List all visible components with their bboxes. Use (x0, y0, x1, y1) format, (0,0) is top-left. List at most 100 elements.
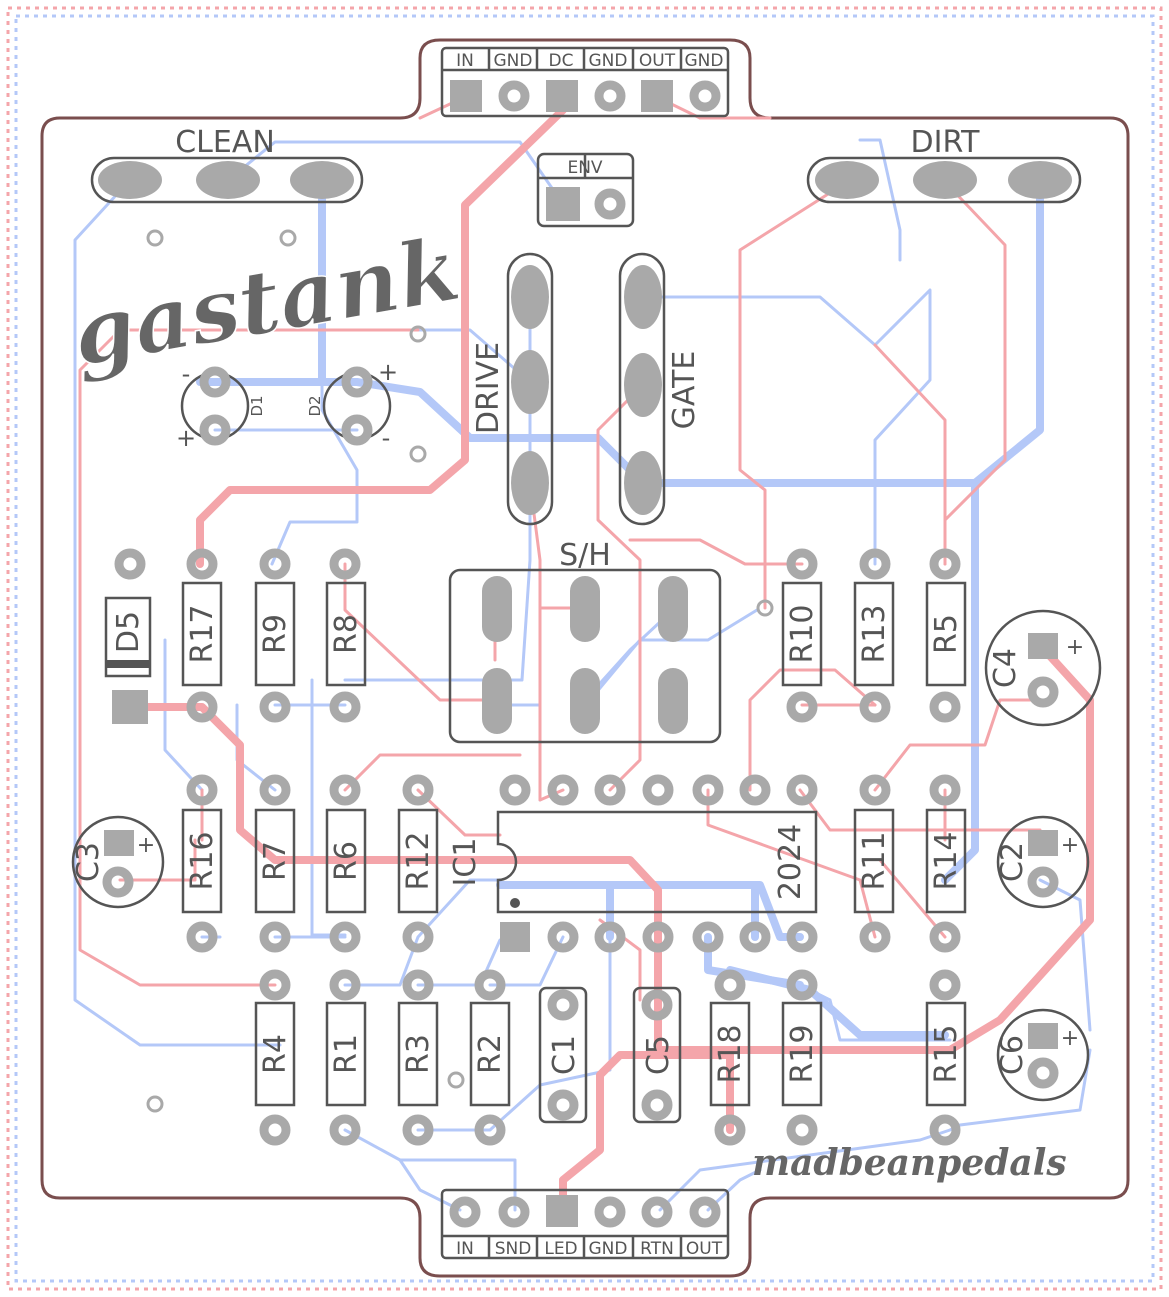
top-header-label: GND (685, 51, 724, 71)
bottom-header-label: GND (589, 1239, 628, 1259)
r8-label: R8 (329, 614, 364, 654)
r5-outline (925, 581, 967, 687)
c5-outline (632, 986, 682, 1124)
clean-pot-outline (90, 156, 364, 204)
r12-label: R12 (401, 831, 436, 890)
r12-outline (397, 808, 439, 914)
ic1-pin1-dot (510, 898, 520, 908)
c5-label: C5 (641, 1035, 676, 1075)
d1-minus: - (182, 360, 191, 388)
top-header-label: OUT (639, 51, 676, 71)
c3-label: C3 (71, 842, 106, 882)
gate-pot-outline (618, 252, 666, 526)
r15-outline (925, 1001, 967, 1107)
c2-label: C2 (995, 842, 1030, 882)
top-header-label: DC (549, 51, 574, 71)
dirt-pot-outline (806, 156, 1082, 204)
drive-pot-outline (506, 252, 554, 526)
vias (146, 229, 774, 1113)
r14-label: R14 (929, 831, 964, 890)
bottom-header-label: IN (456, 1239, 474, 1259)
d1-plus: + (176, 424, 196, 452)
c3-plus: + (137, 833, 155, 858)
r6-label: R6 (329, 841, 364, 881)
r4-outline (254, 1001, 296, 1107)
c4-plus: + (1066, 635, 1084, 660)
r17-label: R17 (185, 604, 220, 663)
r9-outline (254, 581, 296, 687)
round-pads (102, 80, 1059, 1228)
d5-label: D5 (111, 611, 146, 653)
r1-label: R1 (329, 1034, 364, 1074)
c6-plus: + (1061, 1026, 1079, 1051)
top-header-label: GND (589, 51, 628, 71)
r11-label: R11 (857, 831, 892, 890)
dotted-frame-outer (6, 6, 1163, 1291)
drive-pot-label: DRIVE (471, 342, 506, 434)
r17-outline (181, 581, 223, 687)
d5-outline (104, 596, 152, 678)
ic1-label: IC1 (448, 838, 483, 887)
c2-outline (996, 815, 1090, 909)
bottom-header-label: OUT (686, 1239, 723, 1259)
top-header-labels: IN GND DC GND OUT GND (456, 51, 723, 71)
board-outline (40, 38, 1130, 1278)
r18-outline (709, 1001, 751, 1107)
sh-switch-label: S/H (559, 538, 611, 573)
r2-label: R2 (473, 1034, 508, 1074)
r2-outline (469, 1001, 511, 1107)
c6-outline (996, 1008, 1090, 1102)
r11-outline (853, 808, 895, 914)
r13-outline (853, 581, 895, 687)
bottom-header-label: RTN (640, 1239, 674, 1259)
bottom-header-labels: IN SND LED GND RTN OUT (456, 1239, 723, 1259)
r8-outline (325, 581, 367, 687)
r16-outline (181, 808, 223, 914)
bottom-header-label: LED (544, 1239, 577, 1259)
ic1-outline (496, 810, 818, 914)
r16-label: R16 (185, 831, 220, 890)
r1-outline (325, 1001, 367, 1107)
r7-outline (254, 808, 296, 914)
env-label: ENV (567, 158, 602, 178)
top-header-label: GND (494, 51, 533, 71)
r7-label: R7 (258, 841, 293, 881)
r15-label: R15 (929, 1024, 964, 1083)
bottom-header-label: SND (495, 1239, 532, 1259)
r3-outline (397, 1001, 439, 1107)
c2-plus: + (1061, 833, 1079, 858)
sh-switch-outline (448, 568, 722, 744)
r18-label: R18 (713, 1024, 748, 1083)
r6-outline (325, 808, 367, 914)
resistor-labels: R17 R9 R8 R10 R13 R5 R16 R7 R6 R12 R11 R… (185, 604, 964, 1083)
r19-outline (781, 1001, 823, 1107)
d1-label: D1 (248, 395, 266, 416)
c6-label: C6 (995, 1035, 1030, 1075)
c3-outline (71, 815, 165, 909)
r3-label: R3 (401, 1034, 436, 1074)
dotted-frame-inner (14, 14, 1155, 1283)
d2-label: D2 (306, 395, 324, 416)
r9-label: R9 (258, 614, 293, 654)
silkscreen (71, 46, 1102, 1260)
gastank-logo: gastank (64, 216, 467, 386)
c1-label: C1 (547, 1035, 582, 1075)
r13-label: R13 (857, 604, 892, 663)
clean-pot-label: CLEAN (175, 125, 275, 160)
dirt-pot-label: DIRT (911, 125, 981, 160)
r5-label: R5 (929, 614, 964, 654)
pads (98, 80, 1072, 1227)
c1-outline (538, 986, 588, 1124)
c4-outline (984, 609, 1102, 727)
c4-label: C4 (988, 648, 1023, 688)
r10-label: R10 (785, 604, 820, 663)
madbeanpedals-logo: madbeanpedals (752, 1142, 1067, 1184)
r14-outline (925, 808, 967, 914)
r19-label: R19 (785, 1024, 820, 1083)
gate-pot-label: GATE (667, 351, 702, 430)
top-header-label: IN (456, 51, 474, 71)
ic1-part-label: 2024 (773, 824, 808, 900)
r4-label: R4 (258, 1034, 293, 1074)
d2-minus: - (382, 424, 391, 452)
